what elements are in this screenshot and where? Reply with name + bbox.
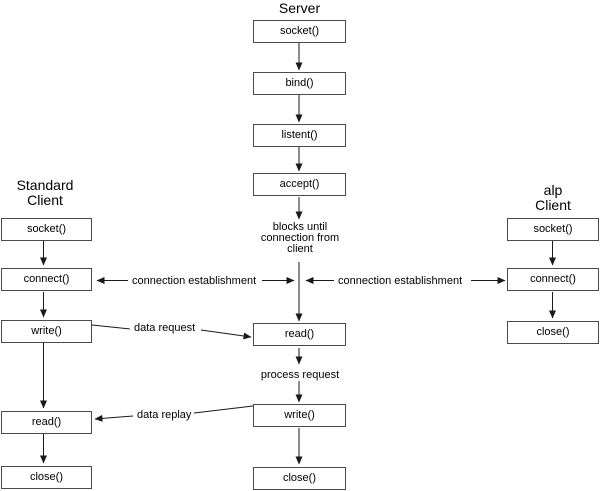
alp-client-title: alp Client: [507, 183, 599, 213]
blocks-until-note-line3: client: [287, 243, 313, 255]
alp-client-socket-node: socket(): [507, 218, 599, 241]
standard-client-title-line1: Standard: [16, 177, 74, 193]
process-request-label: process request: [260, 369, 340, 381]
server-socket-node: socket(): [253, 20, 346, 43]
alp-client-title-line2: Client: [535, 197, 571, 213]
connection-establishment-left-label: connection establishment: [132, 275, 257, 287]
data-request-arrow: [91, 324, 252, 340]
server-close-node: close(): [253, 467, 346, 490]
server-listen-node: listent(): [253, 124, 346, 147]
standard-client-connect-node: connect(): [1, 268, 92, 291]
server-title: Server: [278, 0, 321, 16]
alp-client-title-line1: alp: [543, 182, 563, 198]
server-bind-node: bind(): [253, 72, 346, 95]
data-replay-label: data replay: [137, 409, 192, 421]
blocks-until-note: blocks until connection from client: [250, 222, 350, 255]
data-replay-arrow: [94, 405, 254, 422]
standard-client-close-node: close(): [1, 466, 92, 489]
standard-client-read-node: read(): [1, 411, 92, 434]
connection-establishment-right-label: connection establishment: [338, 275, 463, 287]
alp-client-connect-node: connect(): [507, 268, 599, 291]
alp-client-close-node: close(): [507, 321, 599, 344]
server-accept-node: accept(): [253, 173, 346, 196]
server-read-node: read(): [253, 323, 346, 346]
data-request-label: data request: [134, 322, 196, 334]
blocks-until-note-line1: blocks until: [272, 221, 328, 233]
standard-client-write-node: write(): [1, 320, 92, 343]
server-write-node: write(): [253, 404, 346, 427]
blocks-until-note-line2: connection from: [260, 232, 340, 244]
standard-client-socket-node: socket(): [1, 218, 92, 241]
standard-client-title: Standard Client: [0, 178, 90, 208]
standard-client-title-line2: Client: [27, 192, 63, 208]
